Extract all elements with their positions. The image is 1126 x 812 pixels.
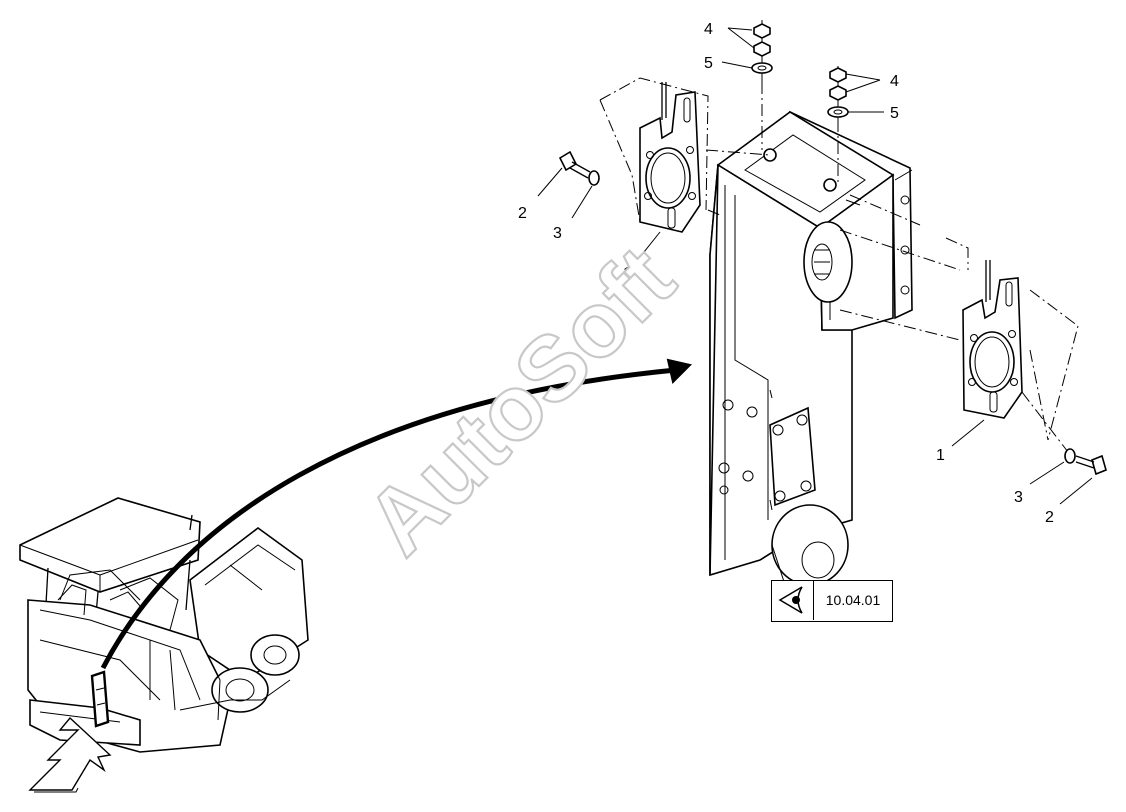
callout-screw-left: 2 [518,205,527,222]
screw-left [558,150,591,179]
callout-bracket-left: 1 [623,265,632,282]
callout-washer-right: 3 [1014,489,1023,506]
eye-view-icon [772,581,814,620]
callout-washer-left: 3 [553,225,562,242]
alignment-lines-right [839,194,1079,453]
leader-lines [537,27,1093,505]
callout-washer-top-right: 5 [890,105,899,122]
reference-number: 10.04.01 [825,592,881,608]
callout-nut-left: 4 [704,21,713,38]
callout-washer-top-left: 5 [704,55,713,72]
screw-right [1075,454,1107,476]
bracket-left [639,82,701,233]
nut-stack-left [751,20,773,82]
callout-labels: 2 3 1 4 5 4 5 1 3 2 [518,21,1054,526]
callout-screw-right: 2 [1045,509,1054,526]
detail-pointer-arrow [100,358,692,670]
bracket-right [962,260,1023,419]
watermark-text: AutoSoft [347,227,694,574]
callout-nut-right: 4 [890,73,899,90]
reference-view-box[interactable]: 10.04.01 [771,580,893,622]
view-direction-arrow [28,716,112,793]
alignment-lines-left [599,77,839,223]
washer-left [588,170,600,186]
main-housing [709,110,913,601]
paver-machine-overview [19,497,309,753]
washer-right [1064,448,1076,464]
callout-bracket-right: 1 [936,447,945,464]
nut-stack-right [827,66,849,120]
